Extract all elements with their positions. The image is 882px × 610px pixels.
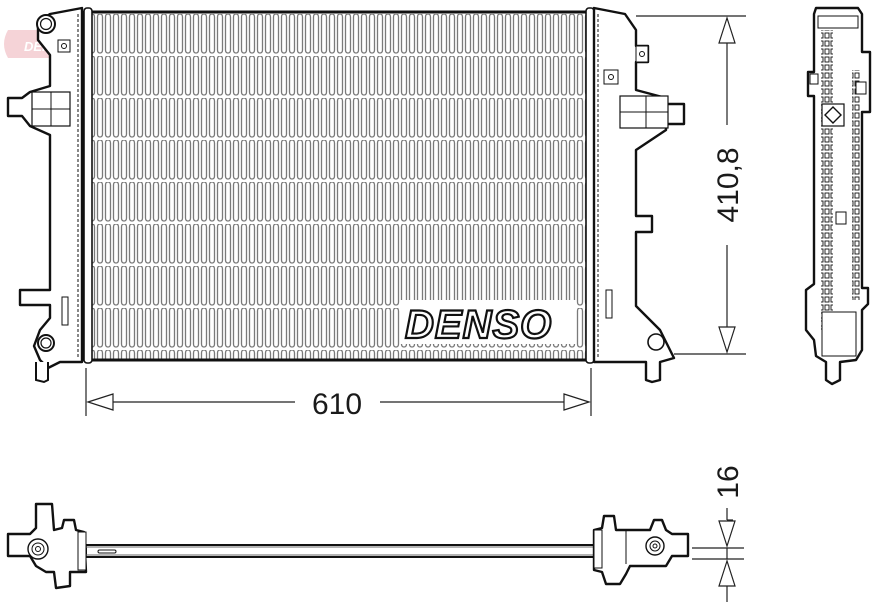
height-value: 410,8 — [712, 147, 745, 222]
thickness-dimension: 16 — [692, 465, 745, 602]
width-value: 610 — [312, 388, 362, 421]
denso-logo: DENSO — [400, 300, 576, 348]
width-dimension: 610 — [85, 368, 592, 421]
side-view — [804, 6, 872, 386]
top-view — [6, 502, 690, 590]
svg-text:DENSO: DENSO — [405, 303, 552, 347]
height-dimension: 410,8 — [636, 15, 746, 355]
thickness-value: 16 — [712, 465, 745, 498]
front-view: DENSO — [6, 6, 686, 384]
